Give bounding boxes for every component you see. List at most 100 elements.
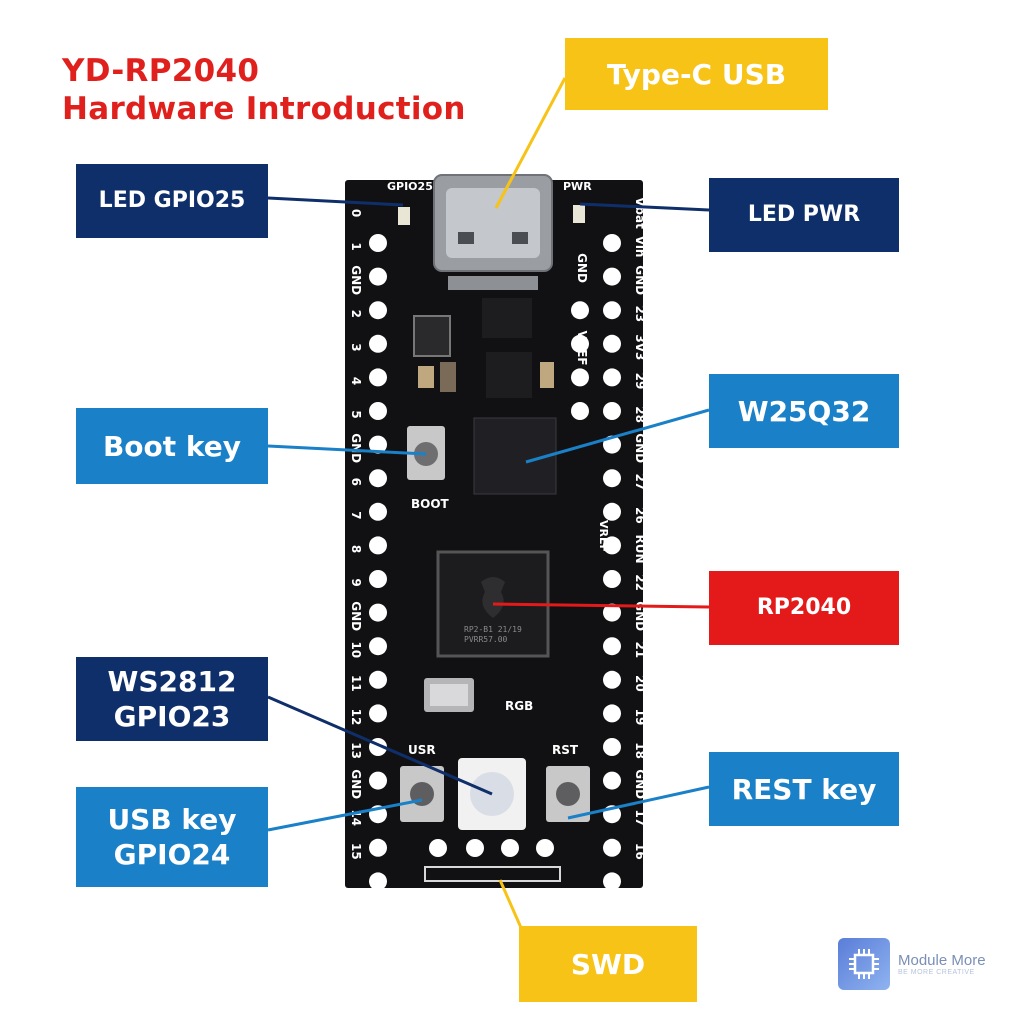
leader-usb-key [267,798,423,832]
left-pin-hole [369,872,387,891]
left-pin-hole [369,402,387,420]
usb-pads [448,276,538,290]
chip-icon [838,938,890,990]
right-pin-label: 29 [633,373,647,390]
left-pin-label: 13 [349,742,363,759]
left-pin-hole [369,536,387,555]
right-pin-hole [603,402,621,420]
inner-right-pin-hole [571,301,589,320]
leader-led-pwr [579,202,710,212]
right-pin-label: 20 [633,675,647,692]
right-pin-label: 27 [633,473,647,490]
usb-key-line-2: GPIO24 [113,838,231,871]
right-pin-label: 22 [633,574,647,591]
left-pin-hole [369,301,387,320]
right-pin-holes [603,234,621,891]
right-pin-hole [603,234,621,252]
left-pin-label: 0 [349,209,363,217]
callout-rest-key: REST key [709,752,899,826]
leader-type-c [494,77,567,209]
leader-led-gpio25 [267,196,404,207]
left-pin-label: 5 [349,410,363,418]
leader-rp2040 [492,602,710,609]
leader-ws2812 [267,695,493,796]
right-pin-label: GND [633,601,647,631]
left-pin-label: 2 [349,310,363,318]
right-pin-hole [603,267,621,286]
swd-header-outline [424,866,561,882]
right-pin-hole [603,838,621,857]
title-line-2: Hardware Introduction [62,91,466,127]
inner-right-pin-holes [571,301,589,420]
right-pin-label: GND [633,769,647,799]
right-pin-hole [603,469,621,488]
silk-boot: BOOT [411,497,450,511]
right-pin-hole [603,502,621,521]
leader-rest [567,785,710,820]
ws2812-line-2: GPIO23 [113,700,231,733]
callout-led-pwr: LED PWR [709,178,899,252]
silk-rst: RST [552,743,579,757]
left-pin-hole [369,637,387,656]
left-pin-label: GND [349,433,363,463]
right-pin-label: 3V3 [633,334,647,360]
leader-boot [267,444,427,456]
inner-right-pin-hole [571,368,589,387]
callout-led-gpio25: LED GPIO25 [76,164,268,238]
left-pin-label: 3 [349,343,363,351]
right-pin-label: Vbat [633,197,647,229]
right-pin-label: 17 [633,809,647,826]
callout-swd: SWD [519,926,697,1002]
left-pin-label: GND [349,601,363,631]
right-pin-label: Vin [633,236,647,258]
left-pin-label: 11 [349,675,363,692]
right-pin-hole [603,570,621,588]
left-pin-hole [369,502,387,521]
right-pin-label: GND [633,265,647,295]
left-pin-hole [369,670,387,689]
page-title: YD-RP2040 Hardware Introduction [62,52,466,128]
inner-right-pin-hole [571,402,589,420]
right-pin-label: 19 [633,709,647,726]
left-pin-hole [369,469,387,488]
right-pin-hole [603,738,621,756]
left-pin-hole [369,838,387,857]
left-pin-label: 4 [349,377,363,385]
right-pin-hole [603,771,621,790]
right-pin-label: RUN [633,534,647,563]
silk-pwr: PWR [563,180,592,193]
right-pin-label: 16 [633,843,647,860]
left-pin-label: 15 [349,843,363,860]
right-pin-hole [603,670,621,689]
left-pin-label: GND [349,769,363,799]
right-pin-hole [603,536,621,555]
left-pin-hole [369,368,387,387]
right-pin-label: 18 [633,742,647,759]
silk-vref: VREF [597,520,610,552]
right-pin-label: 23 [633,305,647,322]
left-pin-hole [369,603,387,622]
left-pin-label: 10 [349,641,363,658]
silk-usr: USR [408,743,436,757]
usb-key-line-1: USB key [107,803,237,836]
right-pin-hole [603,368,621,387]
right-pin-labels: VbatVinGND233V32928GND2726RUN22GND212019… [575,197,647,860]
left-pin-label: 6 [349,478,363,486]
callout-type-c-usb: Type-C USB [565,38,828,110]
left-pin-label: 9 [349,578,363,586]
right-pin-hole [603,637,621,656]
right-pin-label: GND [633,433,647,463]
right-pin-hole [603,704,621,723]
silk-gpio25: GPIO25 [387,180,433,193]
leader-w25q32 [525,408,710,464]
left-pin-label: GND [349,265,363,295]
right-pin-hole [603,334,621,353]
chip-marking-2: PVRR57.00 [464,635,508,644]
title-line-1: YD-RP2040 [62,53,260,89]
gpio25-led [398,207,410,225]
right-pin-hole [603,872,621,891]
right-pin-hole [603,603,621,622]
right-pin-hole [603,301,621,320]
watermark-sub: BE MORE CREATIVE [898,969,975,976]
